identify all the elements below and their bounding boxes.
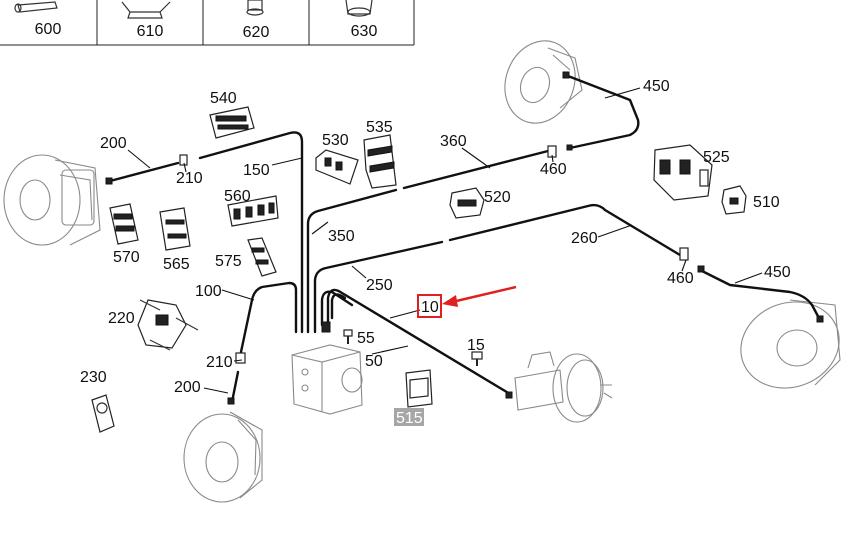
- table-cell-600[interactable]: 600: [35, 21, 62, 38]
- callout-520[interactable]: 520: [484, 189, 511, 206]
- part-515-icon: [405, 369, 433, 408]
- callout-525[interactable]: 525: [703, 149, 730, 166]
- callout-510[interactable]: 510: [753, 194, 780, 211]
- front-right-brake-disc: [183, 411, 263, 503]
- callout-230[interactable]: 230: [80, 369, 107, 386]
- part-630-icon: [345, 0, 373, 17]
- part-620-icon: [246, 0, 264, 16]
- callout-labels: 540 530 535 360 450 200 210 150 460 525 …: [80, 78, 791, 427]
- callout-210-top[interactable]: 210: [176, 170, 203, 187]
- callout-350[interactable]: 350: [328, 228, 355, 245]
- callout-50[interactable]: 50: [365, 353, 383, 370]
- leader-lines: [127, 87, 763, 394]
- callout-260[interactable]: 260: [571, 230, 598, 247]
- part-510-icon: [721, 185, 747, 215]
- part-600-icon: [14, 1, 58, 13]
- callout-250[interactable]: 250: [366, 277, 393, 294]
- table-cell-620[interactable]: 620: [243, 24, 270, 41]
- callout-55[interactable]: 55: [357, 330, 375, 347]
- callout-220[interactable]: 220: [108, 310, 135, 327]
- callout-570[interactable]: 570: [113, 249, 140, 266]
- part-525-icon: [653, 144, 713, 201]
- front-left-brake-disc: [3, 154, 101, 246]
- callout-535[interactable]: 535: [366, 119, 393, 136]
- part-560-icon: [227, 195, 279, 227]
- callout-460-top[interactable]: 460: [540, 161, 567, 178]
- greyed-label-bg-515: [394, 408, 424, 426]
- callout-450-right[interactable]: 450: [764, 264, 791, 281]
- callout-460-right[interactable]: 460: [667, 270, 694, 287]
- part-570-icon: [109, 203, 139, 245]
- callout-540[interactable]: 540: [210, 90, 237, 107]
- callout-100[interactable]: 100: [195, 283, 222, 300]
- part-565-icon: [159, 207, 191, 251]
- highlight-box-10: [417, 294, 442, 318]
- parts-table: 600 610 620 630: [0, 0, 415, 46]
- callout-150[interactable]: 150: [243, 162, 270, 179]
- callout-530[interactable]: 530: [322, 132, 349, 149]
- abs-hydraulic-unit: [291, 344, 363, 415]
- callout-200-top[interactable]: 200: [100, 135, 127, 152]
- brake-tubes: [108, 74, 822, 404]
- part-540-icon: [209, 106, 255, 139]
- brake-booster-master-cylinder: [514, 351, 613, 423]
- callout-515[interactable]: 515: [396, 410, 423, 427]
- part-220-icon: [137, 299, 199, 351]
- rear-left-brake-disc: [504, 40, 583, 124]
- callout-575[interactable]: 575: [215, 253, 242, 270]
- part-15-icon: [471, 351, 483, 366]
- callout-450-top[interactable]: 450: [643, 78, 670, 95]
- callout-560[interactable]: 560: [224, 188, 251, 205]
- table-cell-610[interactable]: 610: [137, 23, 164, 40]
- callout-210-bottom[interactable]: 210: [206, 354, 233, 371]
- callout-565[interactable]: 565: [163, 256, 190, 273]
- callout-15[interactable]: 15: [467, 337, 485, 354]
- highlight-arrow: [442, 285, 517, 307]
- fittings: [105, 71, 824, 405]
- part-520-icon: [449, 187, 485, 219]
- part-610-icon: [121, 1, 171, 19]
- part-55-icon: [343, 329, 353, 344]
- part-575-icon: [247, 237, 277, 277]
- callout-10[interactable]: 10: [421, 299, 439, 316]
- table-cell-630[interactable]: 630: [351, 23, 378, 40]
- rear-right-brake-disc: [740, 299, 841, 389]
- part-230-icon: [91, 394, 115, 433]
- part-535-icon: [363, 134, 397, 189]
- callout-200-bottom[interactable]: 200: [174, 379, 201, 396]
- callout-360[interactable]: 360: [440, 133, 467, 150]
- part-530-icon: [315, 149, 359, 185]
